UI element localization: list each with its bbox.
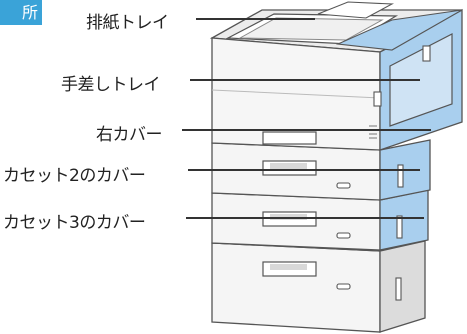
leader-lines [182,18,431,219]
label-cassette2-cover: カセット2のカバー [3,166,146,186]
label-cassette3-cover: カセット3のカバー [3,213,146,233]
label-output-tray: 排紙トレイ [86,13,169,33]
bypass-tray-panel [389,33,453,127]
output-tray [225,1,463,51]
label-right-cover: 右カバー [96,125,163,145]
cassette-2 [211,189,429,251]
label-bypass-tray: 手差しトレイ [61,75,161,95]
section-tag: 所 [0,0,42,25]
